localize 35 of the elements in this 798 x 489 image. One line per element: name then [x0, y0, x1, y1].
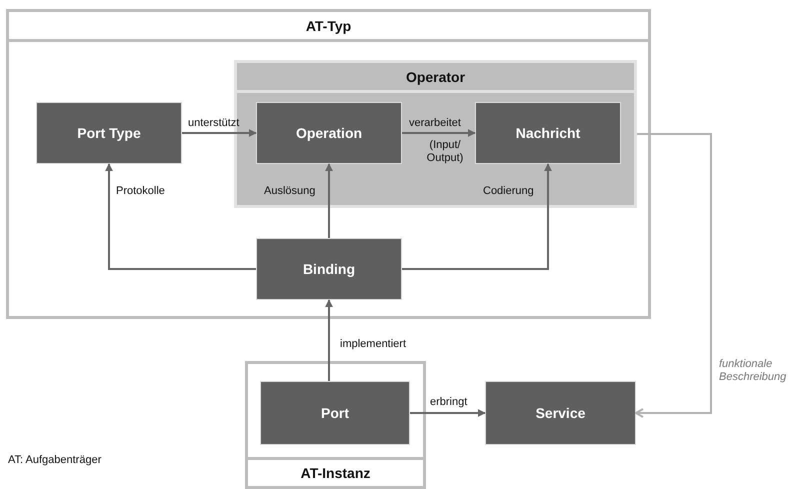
frame-box — [6, 9, 651, 319]
process-box — [475, 102, 621, 164]
process-box — [256, 102, 402, 164]
header-label: AT-Instanz — [248, 457, 423, 486]
edge-note: (Input/ Output) — [426, 139, 464, 165]
edge-label: Codierung — [483, 185, 534, 198]
edge-label: verarbeitet — [409, 117, 461, 130]
header-label: Operator — [237, 63, 634, 93]
edge-label: Protokolle — [116, 185, 165, 198]
arrow — [410, 409, 486, 417]
edge-label: Auslösung — [264, 185, 316, 198]
arrow — [635, 133, 712, 418]
box-label: Service — [536, 405, 586, 421]
frame-box — [245, 361, 426, 489]
box-label: Binding — [302, 261, 356, 277]
edge-label: erbringt — [430, 396, 468, 409]
edge-label: funktionale Beschreibung — [719, 358, 788, 384]
header-label: AT-Typ — [9, 12, 648, 42]
arrow — [182, 129, 257, 137]
edge-label: unterstützt — [188, 117, 240, 130]
box-label: Operation — [296, 125, 362, 141]
footnote: AT: Aufgabenträger — [8, 454, 102, 467]
arrow — [105, 163, 256, 270]
arrow — [402, 163, 552, 270]
process-box — [260, 381, 410, 445]
box-label: Port Type — [77, 125, 141, 141]
process-box — [36, 102, 182, 164]
arrow — [402, 129, 476, 137]
arrow — [325, 163, 333, 238]
arrow — [325, 299, 333, 381]
edge-label: implementiert — [340, 338, 406, 351]
process-box — [485, 381, 636, 445]
process-box — [256, 238, 402, 300]
box-label: Nachricht — [516, 125, 580, 141]
box-label: Port — [321, 405, 349, 421]
